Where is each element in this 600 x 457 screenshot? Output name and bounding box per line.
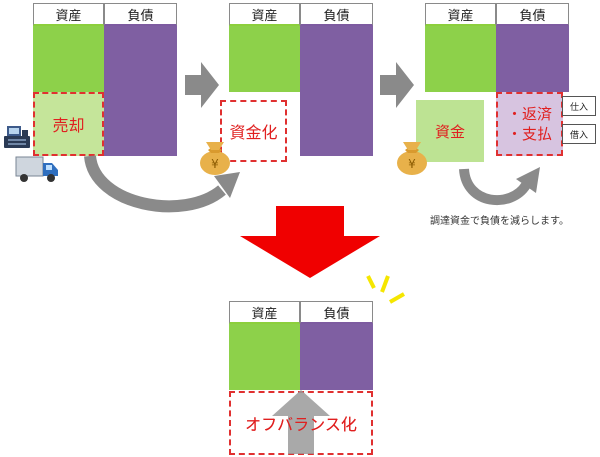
panel4-liabilities-block: [300, 324, 373, 390]
repayment-note: 調達資金で負債を減らします。: [430, 216, 569, 227]
panel1-liabilities-block: [104, 26, 177, 156]
panel2-liabilities-block: [300, 26, 373, 156]
cash-conversion-label: 資金化: [229, 123, 278, 142]
panel3-repay-box: ・返済 ・支払: [496, 92, 563, 156]
panel1-assets-header: 資産: [33, 3, 104, 26]
panel1-sale-box: 売却: [33, 92, 104, 156]
money-bag-icon-2: ¥: [397, 142, 427, 175]
sale-label: 売却: [52, 116, 85, 135]
off-balance-text: オフバランス化: [245, 415, 357, 434]
panel2-assets-header: 資産: [229, 3, 300, 26]
panel2-cash-conversion-box: 資金化: [220, 100, 287, 162]
sparkle-lines: [366, 275, 405, 304]
panel1-assets-block: [33, 26, 104, 92]
curved-arrow-2: [459, 167, 540, 205]
yen-symbol: ¥: [211, 157, 219, 171]
panel3-cash-box: 資金: [416, 100, 484, 162]
panel3-liabilities-block: [496, 26, 569, 92]
up-arrow: [272, 390, 330, 454]
panel3-assets-header: 資産: [425, 3, 496, 26]
cash-register-icon: [4, 126, 30, 148]
purchase-tag: 仕入: [562, 96, 596, 116]
curved-arrow-1: [84, 154, 240, 213]
panel4-liabilities-header: 負債: [300, 301, 373, 324]
big-down-arrow: [240, 206, 380, 278]
panel3-liabilities-header: 負債: [496, 3, 569, 26]
right-arrow-1: [185, 62, 219, 108]
borrow-tag: 借入: [562, 124, 596, 144]
pay-label: ・支払: [506, 125, 552, 143]
panel3-assets-block: [425, 26, 496, 92]
off-balance-label-overlay: オフバランス化: [229, 391, 373, 455]
panel4-assets-block: [229, 324, 300, 390]
repay-label: ・返済: [506, 105, 552, 123]
money-bag-icon: ¥: [200, 142, 230, 175]
yen-symbol-2: ¥: [408, 157, 416, 171]
right-arrow-2: [380, 62, 414, 108]
panel1-liabilities-header: 負債: [104, 3, 177, 26]
panel4-assets-header: 資産: [229, 301, 300, 324]
cash-label: 資金: [434, 122, 465, 141]
panel2-assets-block: [229, 26, 300, 92]
delivery-truck-icon: [15, 156, 58, 182]
panel2-liabilities-header: 負債: [300, 3, 373, 26]
